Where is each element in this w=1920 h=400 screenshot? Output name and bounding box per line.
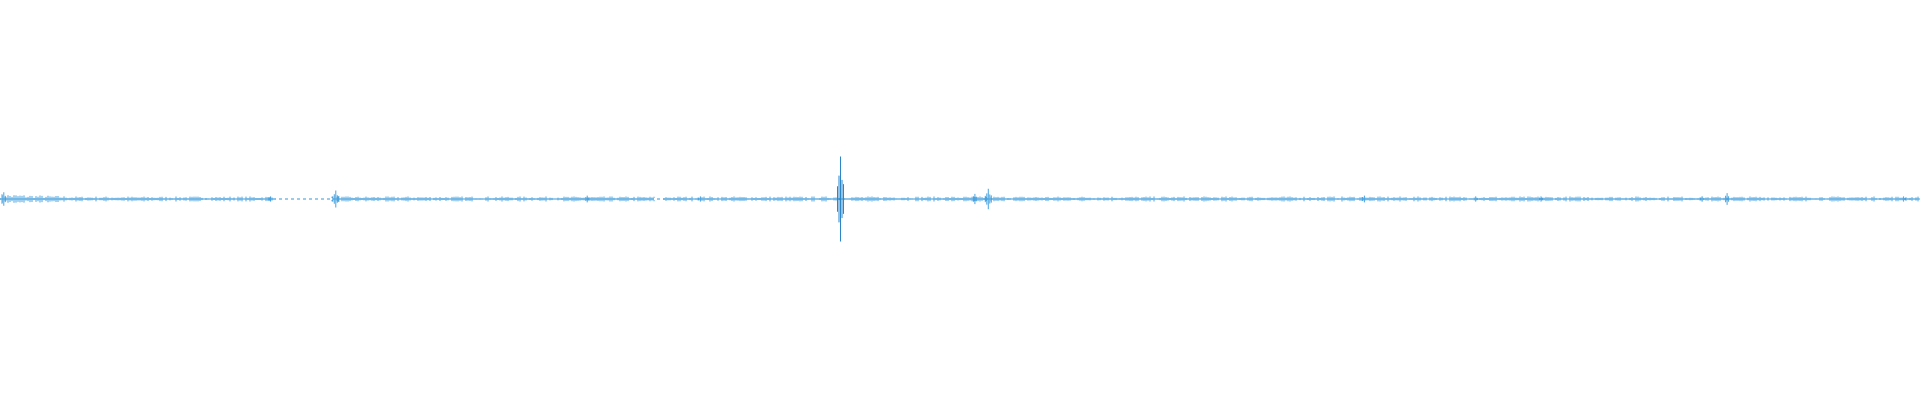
waveform-texture (0, 194, 1919, 204)
waveform-spike-12 (1700, 196, 1705, 202)
waveform-spike-3 (332, 190, 340, 208)
waveform-spike-7 (972, 193, 977, 205)
waveform-spike-8 (984, 188, 992, 210)
waveform-spike-1 (1, 192, 6, 206)
waveform-spike-9 (1362, 195, 1367, 203)
waveform-spike-2 (268, 196, 273, 202)
waveform-spike-5 (698, 196, 703, 202)
waveform-spike-4 (585, 195, 590, 203)
waveform-spike-11 (1539, 196, 1543, 202)
waveform-series (0, 156, 1920, 242)
waveform-spike-10 (1473, 196, 1478, 202)
waveform-spike-6 (837, 156, 844, 242)
waveform-spike-14 (1901, 196, 1906, 202)
waveform-spike-13 (1725, 193, 1730, 205)
